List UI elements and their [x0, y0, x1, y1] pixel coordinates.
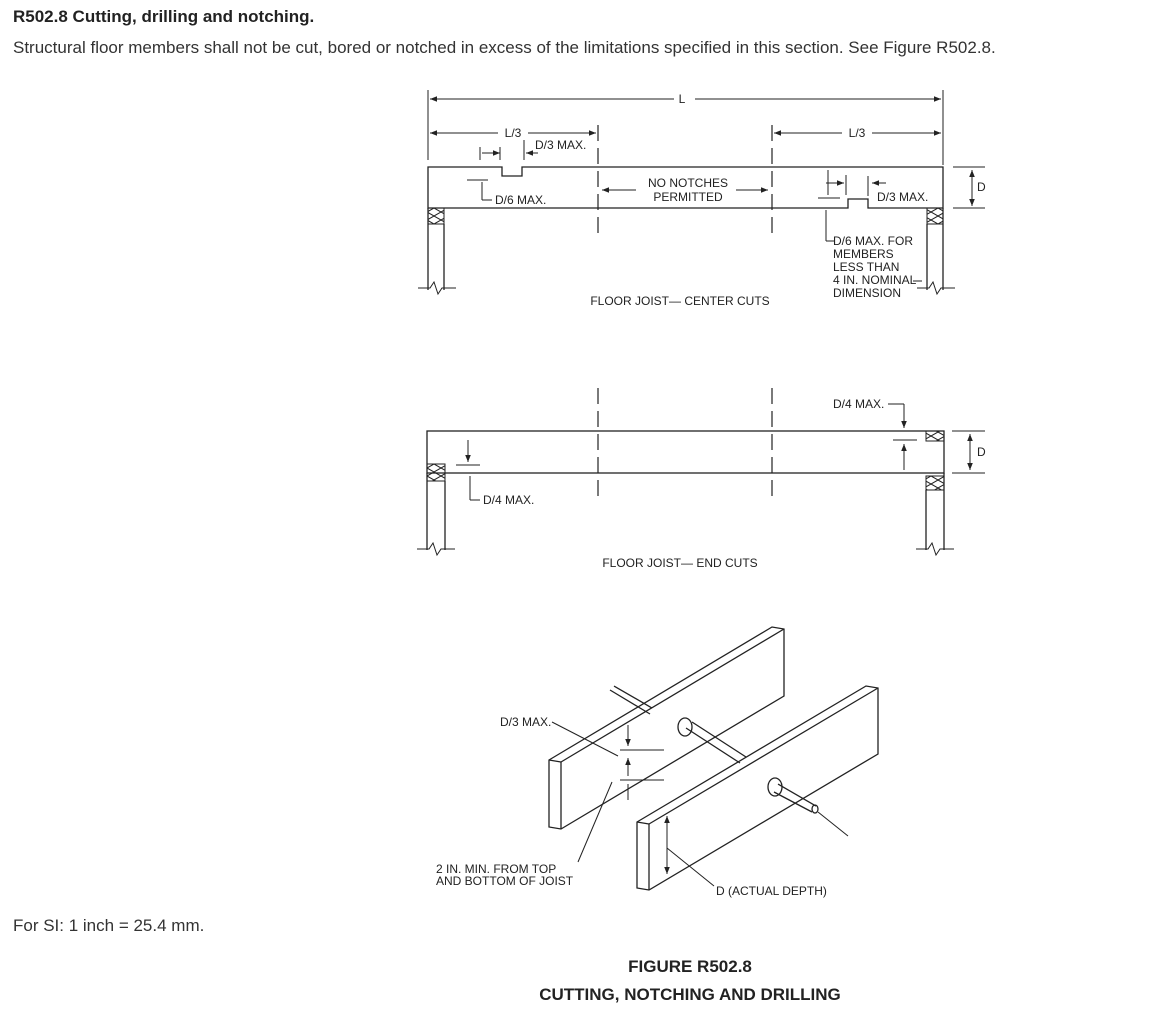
note-line3: LESS THAN [833, 260, 899, 274]
right-third-label: L/3 [849, 126, 866, 140]
left-third-label: L/3 [505, 126, 522, 140]
note-line1: D/6 MAX. FOR [833, 234, 913, 248]
center-cuts-caption: FLOOR JOIST— CENTER CUTS [590, 294, 769, 308]
note-line4: 4 IN. NOMINAL [833, 273, 917, 287]
figure-title: CUTTING, NOTCHING AND DRILLING [539, 985, 841, 1004]
center-cuts-diagram: L L/3 L/3 D/3 MAX. D/6 MAX. NO NOTCHES P… [418, 90, 986, 308]
span-label: L [679, 92, 686, 106]
section-heading: R502.8 Cutting, drilling and notching. [13, 7, 315, 26]
end-top-right-label: D/4 MAX. [833, 397, 884, 411]
edge-line1: 2 IN. MIN. FROM TOP [436, 862, 556, 876]
note-line5: DIMENSION [833, 286, 901, 300]
middle-label-line2: PERMITTED [653, 190, 723, 204]
note-line2: MEMBERS [833, 247, 894, 261]
end-bottom-left-label: D/4 MAX. [483, 493, 534, 507]
drilling-diagram: D/3 MAX. 2 IN. MIN. FROM TOP AND BOTTOM … [436, 626, 879, 898]
end-depth-label: D [977, 445, 986, 459]
end-cuts-caption: FLOOR JOIST— END CUTS [602, 556, 757, 570]
left-top-notch-label: D/3 MAX. [535, 138, 586, 152]
actual-depth-label: D (ACTUAL DEPTH) [716, 884, 827, 898]
depth-label: D [977, 180, 986, 194]
end-cuts-diagram: D/4 MAX. D D/4 MAX. FLOOR JOIST— END CUT… [417, 388, 986, 570]
hole-label: D/3 MAX. [500, 715, 551, 729]
right-top-label: D/3 MAX. [877, 190, 928, 204]
section-intro: Structural floor members shall not be cu… [13, 38, 996, 57]
edge-line2: AND BOTTOM OF JOIST [436, 874, 574, 888]
si-note: For SI: 1 inch = 25.4 mm. [13, 916, 205, 935]
left-bottom-notch-label: D/6 MAX. [495, 193, 546, 207]
figure-number: FIGURE R502.8 [628, 957, 752, 976]
middle-label-line1: NO NOTCHES [648, 176, 728, 190]
